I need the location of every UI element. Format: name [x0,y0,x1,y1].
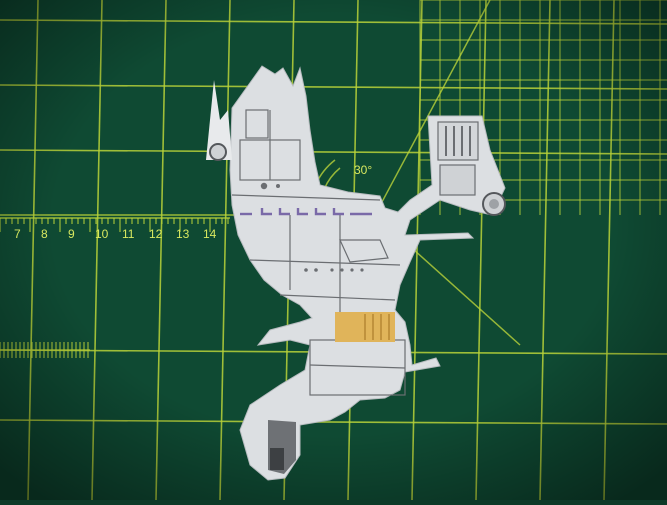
lower-block-shade [270,448,284,470]
ruler-label: 9 [68,227,75,241]
model-tip [206,80,232,160]
ruler-label: 8 [41,227,48,241]
ruler-label: 14 [203,227,217,241]
engine-vents [445,126,471,156]
yellow-panel-lines [364,314,390,340]
engine-block [439,164,476,196]
ruler-label: 13 [176,227,190,241]
angle-label: 30° [354,163,373,177]
ruler-label: 12 [149,227,163,241]
engine-nozzle-inner [489,199,499,209]
model-body [229,65,506,481]
front-nozzle [209,143,227,161]
ruler-label: 7 [14,227,21,241]
ruler-label: 11 [122,227,135,241]
hull-dots [260,182,364,272]
hull-markings [240,208,372,216]
paper-spaceship-model [206,65,506,481]
ruler-label: 10 [95,227,109,241]
engine-panel [437,121,479,161]
